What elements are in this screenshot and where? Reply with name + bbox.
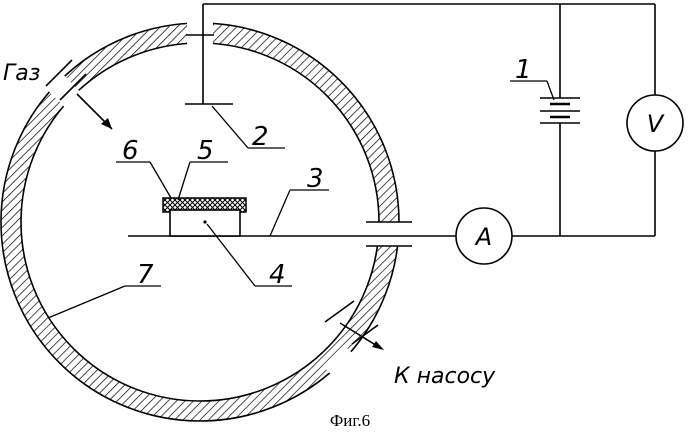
sample: [163, 198, 246, 236]
pump-label: К насосу: [394, 364, 496, 389]
voltmeter-label: V: [647, 110, 665, 138]
ammeter-label: A: [474, 223, 492, 251]
voltmeter: V: [627, 95, 683, 151]
figure-caption: Фиг.6: [330, 411, 370, 430]
label-4: 4: [269, 260, 286, 290]
ammeter: A: [456, 208, 512, 264]
label-5: 5: [197, 136, 214, 166]
battery-icon: [540, 98, 580, 123]
leader-lines: [48, 81, 554, 318]
label-3: 3: [307, 164, 324, 194]
label-6: 6: [122, 136, 139, 166]
label-1: 1: [515, 55, 532, 85]
label-7: 7: [137, 260, 154, 290]
gas-label: Газ: [3, 61, 40, 86]
label-2: 2: [252, 122, 269, 152]
